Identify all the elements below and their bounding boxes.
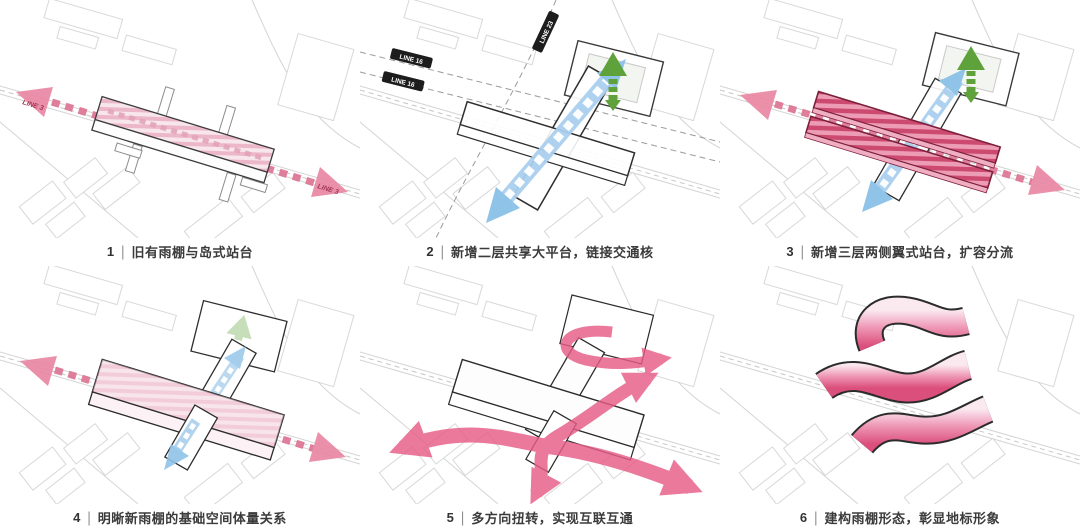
caption-divider: | bbox=[440, 242, 445, 260]
panel-number: 1 bbox=[106, 243, 115, 259]
panel-4: 4 | 明晰新雨棚的基础空间体量关系 bbox=[0, 266, 360, 532]
old-canopy-island-platform bbox=[91, 86, 276, 203]
caption-divider: | bbox=[121, 242, 125, 260]
canopy-ribbons bbox=[815, 295, 994, 455]
panel-1: LINE 3 LINE 3 1 | 旧有雨棚与岛式站台 bbox=[0, 0, 360, 266]
caption-text: 多方向扭转，实现互联互通 bbox=[471, 510, 634, 526]
panel-number: 2 bbox=[426, 243, 434, 259]
caption-divider: | bbox=[814, 508, 818, 526]
panel-3: 3 | 新增三层两侧翼式站台，扩容分流 bbox=[720, 0, 1080, 266]
caption-3: 3 | 新增三层两侧翼式站台，扩容分流 bbox=[720, 238, 1080, 264]
panel-number: 6 bbox=[799, 509, 808, 525]
caption-text: 建构雨棚形态，彰显地标形象 bbox=[824, 510, 1001, 526]
pink-flow-arrow bbox=[740, 90, 1065, 195]
green-vertical-arrow bbox=[599, 52, 627, 111]
twisting-pink-arrows bbox=[389, 325, 703, 504]
caption-divider: | bbox=[87, 508, 91, 526]
ribbon-bottom bbox=[850, 395, 994, 455]
rail-line-pill-c: LINE 23 bbox=[532, 11, 559, 53]
caption-text: 新增三层两侧翼式站台，扩容分流 bbox=[811, 244, 1014, 260]
panel-2: LINE 16 LINE 16 LINE 23 bbox=[360, 0, 720, 266]
caption-divider: | bbox=[800, 242, 805, 260]
caption-5: 5 | 多方向扭转，实现互联互通 bbox=[360, 504, 720, 530]
panel-number: 4 bbox=[73, 509, 81, 525]
rail-line-pill-b: LINE 16 bbox=[381, 71, 425, 92]
caption-text: 新增二层共享大平台，链接交通核 bbox=[451, 244, 654, 260]
panel-1-canvas: LINE 3 LINE 3 bbox=[0, 0, 360, 238]
panel-2-canvas: LINE 16 LINE 16 LINE 23 bbox=[360, 0, 720, 238]
ribbon-middle bbox=[815, 349, 973, 404]
side-wing-platforms bbox=[804, 90, 1002, 194]
caption-text: 旧有雨棚与岛式站台 bbox=[131, 244, 254, 260]
rail-line-pill-a: LINE 16 bbox=[390, 48, 433, 69]
panel-3-canvas bbox=[720, 0, 1080, 238]
panel-5-canvas bbox=[360, 266, 720, 504]
green-vertical-arrow bbox=[957, 46, 985, 103]
panel-6-canvas bbox=[720, 266, 1080, 504]
caption-6: 6 | 建构雨棚形态，彰显地标形象 bbox=[720, 504, 1080, 530]
panel-number: 3 bbox=[786, 243, 794, 259]
ribbon-top bbox=[854, 295, 970, 352]
panel-4-canvas bbox=[0, 266, 360, 504]
new-canopy-base-volume bbox=[87, 358, 286, 461]
blue-flow-arrow-upper bbox=[207, 346, 246, 401]
panel-number: 5 bbox=[446, 509, 454, 525]
caption-4: 4 | 明晰新雨棚的基础空间体量关系 bbox=[0, 504, 360, 530]
caption-2: 2 | 新增二层共享大平台，链接交通核 bbox=[360, 238, 720, 264]
panel-5: 5 | 多方向扭转，实现互联互通 bbox=[360, 266, 720, 532]
caption-divider: | bbox=[460, 508, 465, 526]
panel-6: 6 | 建构雨棚形态，彰显地标形象 bbox=[720, 266, 1080, 532]
caption-text: 明晰新雨棚的基础空间体量关系 bbox=[97, 510, 287, 526]
blue-flow-arrow-lower bbox=[164, 418, 201, 470]
caption-1: 1 | 旧有雨棚与岛式站台 bbox=[0, 238, 360, 264]
